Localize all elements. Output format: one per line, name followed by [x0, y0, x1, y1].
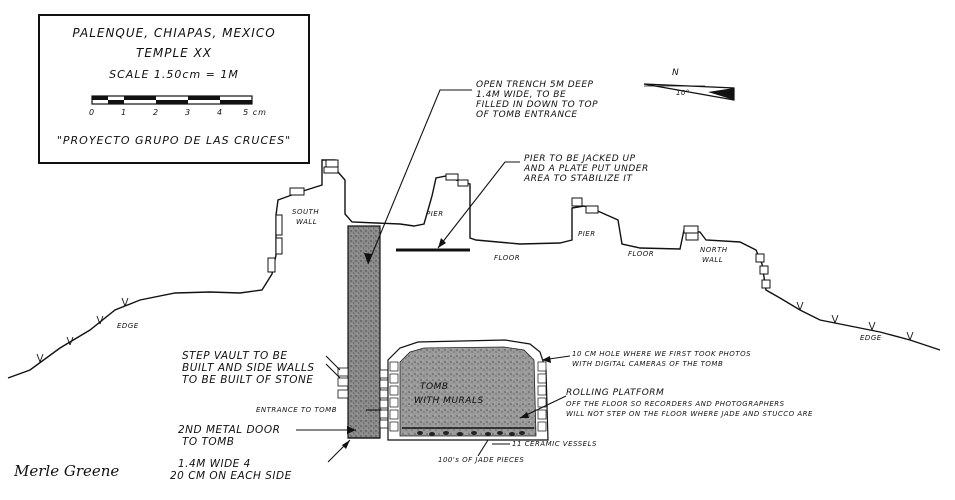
north-angle: 10°	[676, 89, 690, 97]
platform-note-1: ROLLING PLATFORM	[566, 388, 665, 398]
pier-jack-note-2: AND A PLATE PUT UNDER	[524, 164, 649, 174]
north-label: N	[672, 68, 680, 78]
south-wall-label-2: WALL	[296, 218, 318, 226]
scale-tick-1: 1	[120, 108, 128, 117]
width-note-2: 20 CM ON EACH SIDE	[170, 470, 292, 482]
pier-jack-note-3: AREA TO STABILIZE IT	[524, 174, 633, 184]
project-name: "PROYECTO GRUPO DE LAS CRUCES"	[56, 134, 292, 147]
south-wall-rubble	[267, 159, 339, 273]
scale-tick-0: 0	[88, 108, 96, 117]
north-wall-label-2: WALL	[702, 256, 724, 264]
trench-note-3: FILLED IN DOWN TO TOP	[476, 100, 599, 110]
edge-left-label: EDGE	[117, 322, 139, 330]
site-name: PALENQUE, CHIAPAS, MEXICO	[72, 26, 276, 40]
pier-right-label: PIER	[578, 230, 596, 238]
tomb-label-2: WITH MURALS	[414, 396, 484, 406]
pier-jack-note-1: PIER TO BE JACKED UP	[524, 154, 636, 164]
pier-rubble	[445, 173, 771, 289]
step-vault-note-1: STEP VAULT TO BE	[182, 350, 288, 362]
jade-note: 100's OF JADE PIECES	[438, 456, 525, 464]
platform-note-2: OFF THE FLOOR SO RECORDERS AND PHOTOGRAP…	[566, 400, 785, 408]
trench-note-2: 1.4M WIDE, TO BE	[476, 90, 567, 100]
trench-note-4: OF TOMB ENTRANCE	[476, 110, 578, 120]
tomb-label-1: TOMB	[420, 382, 449, 392]
scale-tick-5: 5 cm	[243, 108, 267, 117]
trench-fill	[347, 225, 381, 439]
edge-right-label: EDGE	[860, 334, 882, 342]
step-vault-note-3: TO BE BUILT OF STONE	[182, 374, 314, 386]
south-wall-label-1: SOUTH	[292, 208, 320, 216]
artist-signature: Merle Greene	[14, 462, 120, 480]
pier-left-label: PIER	[426, 210, 444, 218]
floor-label-2: FLOOR	[628, 250, 655, 258]
arrowheads	[342, 238, 551, 449]
trench-note-1: OPEN TRENCH 5M DEEP	[476, 80, 594, 90]
temple-name: TEMPLE XX	[135, 46, 213, 60]
title-block	[38, 14, 310, 164]
scale-tick-4: 4	[216, 108, 224, 117]
entrance-label: ENTRANCE TO TOMB	[256, 406, 337, 414]
hole-note-1: 10 CM HOLE WHERE WE FIRST TOOK PHOTOS	[572, 350, 752, 358]
grass-tufts	[36, 297, 914, 363]
metal-door-note-1: 2ND METAL DOOR	[178, 424, 281, 436]
tomb-wall-stones	[389, 361, 547, 432]
platform-note-3: WILL NOT STEP ON THE FLOOR WHERE JADE AN…	[566, 410, 813, 418]
north-arrow	[643, 83, 735, 101]
scale-bar	[91, 95, 253, 105]
north-wall-label-1: NORTH	[700, 246, 728, 254]
step-vault-note-2: BUILT AND SIDE WALLS	[182, 362, 315, 374]
scale-label: SCALE 1.50cm = 1M	[109, 68, 239, 81]
vessels-note: 11 CERAMIC VESSELS	[512, 440, 597, 448]
width-note-1: 1.4M WIDE 4	[178, 458, 251, 470]
hole-note-2: WITH DIGITAL CAMERAS OF THE TOMB	[572, 360, 724, 368]
metal-door-note-2: TO TOMB	[182, 436, 235, 448]
floor-label-1: FLOOR	[494, 254, 521, 262]
scale-tick-2: 2	[152, 108, 160, 117]
ceramic-vessels	[417, 431, 525, 436]
leader-lines	[296, 89, 571, 463]
scale-tick-3: 3	[184, 108, 192, 117]
